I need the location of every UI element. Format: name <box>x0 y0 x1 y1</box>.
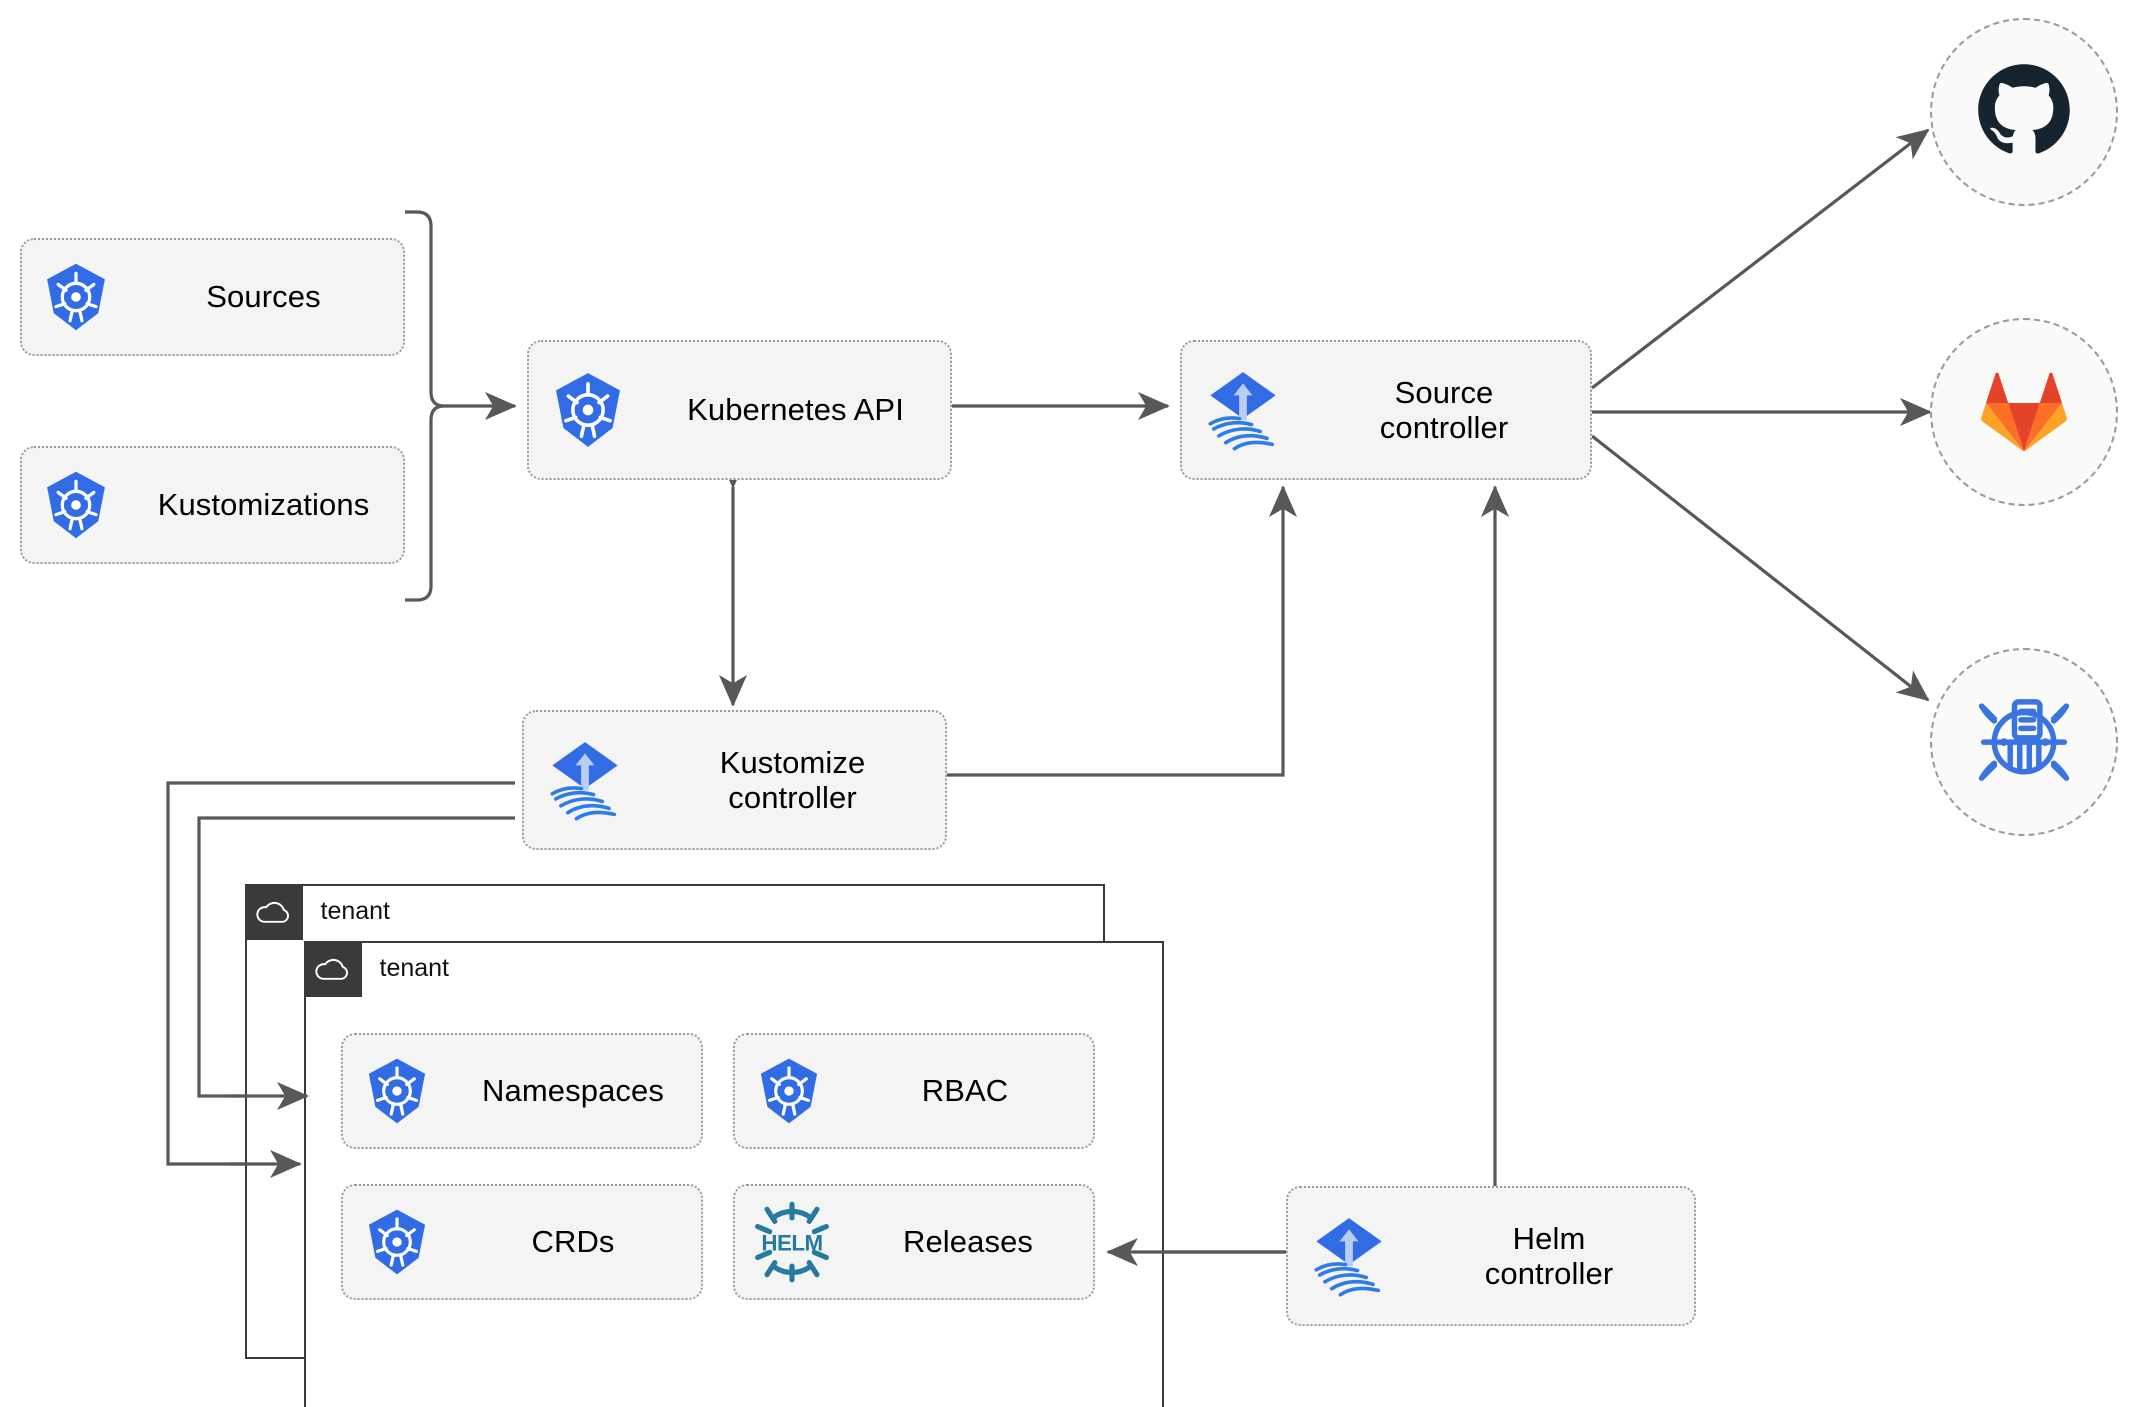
cloud-icon <box>303 940 362 997</box>
node-helm-controller[interactable]: Helm controller <box>1286 1186 1696 1326</box>
node-label: Namespaces <box>482 1073 664 1109</box>
node-namespaces[interactable]: Namespaces <box>341 1033 703 1149</box>
node-label: Releases <box>902 1224 1034 1260</box>
node-label: Source controller <box>1379 374 1509 445</box>
node-source-controller[interactable]: Source controller <box>1180 340 1592 480</box>
node-label: CRDs <box>531 1224 615 1260</box>
node-kubernetes-api[interactable]: Kubernetes API <box>527 340 952 480</box>
node-label: Sources <box>206 279 321 315</box>
node-label: Helm controller <box>1484 1220 1614 1291</box>
flux-icon <box>1288 1213 1410 1299</box>
node-label: Kustomizations <box>157 487 370 523</box>
helm-repository-icon <box>1971 687 2077 798</box>
flux-icon <box>1182 367 1304 453</box>
node-label: RBAC <box>921 1073 1009 1109</box>
tenant-label: tenant <box>320 897 391 925</box>
flux-icon <box>524 737 646 823</box>
node-crds[interactable]: CRDs <box>341 1184 703 1300</box>
kubernetes-icon <box>343 1055 451 1127</box>
provider-helm-repository[interactable] <box>1930 648 2118 836</box>
node-rbac[interactable]: RBAC <box>733 1033 1095 1149</box>
kubernetes-icon <box>529 369 647 451</box>
tenant-header: tenant <box>303 940 450 997</box>
helm-icon: HELM <box>735 1199 849 1285</box>
kubernetes-icon <box>22 468 130 542</box>
kubernetes-icon <box>735 1055 843 1127</box>
svg-text:HELM: HELM <box>761 1231 822 1256</box>
provider-github[interactable] <box>1930 18 2118 206</box>
node-kustomize-controller[interactable]: Kustomize controller <box>522 710 947 850</box>
provider-gitlab[interactable] <box>1930 318 2118 506</box>
kubernetes-icon <box>343 1206 451 1278</box>
node-label: Kustomize controller <box>719 744 866 815</box>
node-label: Kubernetes API <box>687 392 904 428</box>
node-kustomizations[interactable]: Kustomizations <box>20 446 405 564</box>
cloud-icon <box>244 883 303 940</box>
gitlab-icon <box>1972 358 2076 467</box>
node-releases[interactable]: HELM Releases <box>733 1184 1095 1300</box>
tenant-box-front[interactable]: tenant <box>303 940 1164 1407</box>
tenant-header: tenant <box>244 883 391 940</box>
github-icon <box>1972 58 2076 167</box>
node-sources[interactable]: Sources <box>20 238 405 356</box>
kubernetes-icon <box>22 260 130 334</box>
tenant-label: tenant <box>379 954 450 982</box>
